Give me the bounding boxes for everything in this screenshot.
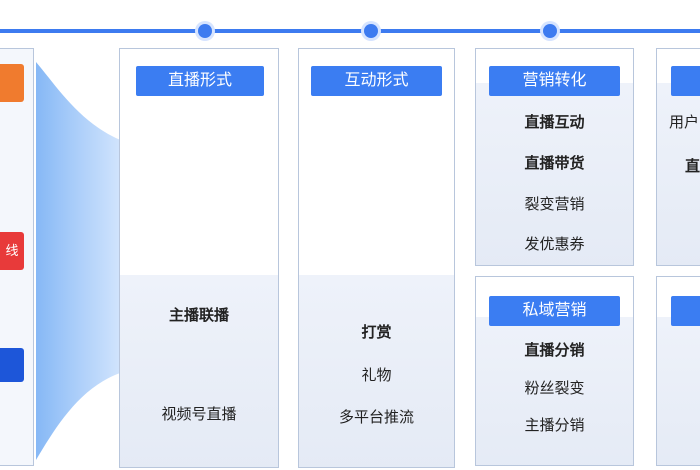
column-shade (120, 275, 278, 467)
column-shade (657, 317, 700, 465)
column-title: 营销转化 (489, 66, 620, 96)
left-tag-red: 线 (0, 232, 24, 270)
list-item: 裂变营销 (524, 196, 585, 213)
column-cropped-bottom (656, 276, 700, 466)
list-item: 主播联播 (168, 307, 229, 324)
list-item: 直播带货 (524, 155, 585, 172)
column-title (671, 296, 700, 326)
column-private-marketing: 私域营销 直播分销 粉丝裂变 主播分销 (475, 276, 634, 466)
column-title (671, 66, 700, 96)
list-item: 直播分销 (524, 342, 585, 359)
column-title: 直播形式 (136, 66, 264, 96)
timeline-dot-3 (543, 24, 557, 38)
timeline-dot-1 (198, 24, 212, 38)
list-item: 打赏 (361, 324, 392, 341)
column-shade (657, 83, 700, 265)
list-item: 主播分销 (524, 417, 585, 434)
list-item: 礼物 (361, 367, 392, 384)
left-tag-blue (0, 348, 24, 382)
column-cropped-top: 用户 直 (656, 48, 700, 266)
list-item: 视频号直播 (161, 406, 237, 423)
column-shade (299, 275, 454, 467)
column-live-format: 直播形式 主播联播 视频号直播 (119, 48, 279, 468)
column-marketing-conversion: 营销转化 直播互动 直播带货 裂变营销 发优惠券 (475, 48, 634, 266)
list-item: 直播互动 (524, 114, 585, 131)
column-interaction-format: 互动形式 打赏 礼物 多平台推流 (298, 48, 455, 468)
column-shade (476, 317, 633, 465)
list-item: 多平台推流 (338, 409, 414, 426)
list-item: 粉丝裂变 (524, 380, 585, 397)
list-item: 用户 (669, 114, 700, 131)
list-item: 发优惠券 (524, 236, 585, 253)
left-tag-orange (0, 64, 24, 102)
list-item: 直 (685, 158, 700, 175)
timeline-dot-2 (364, 24, 378, 38)
timeline-bar (0, 29, 700, 33)
column-title: 互动形式 (311, 66, 442, 96)
column-title: 私域营销 (489, 296, 620, 326)
column-shade (476, 83, 633, 265)
